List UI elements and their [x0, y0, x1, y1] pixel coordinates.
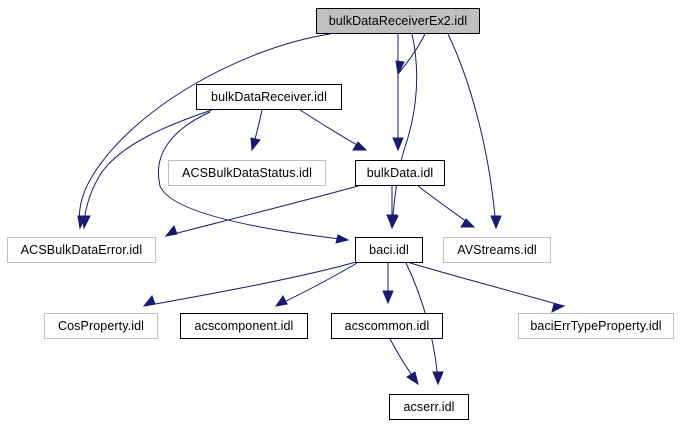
arrowhead-icon	[432, 371, 444, 386]
node-baciErrTypeProperty[interactable]: baciErrTypeProperty.idl	[518, 313, 674, 339]
arrowhead-icon	[250, 137, 261, 152]
node-label: CosProperty.idl	[57, 319, 145, 333]
edge-line	[397, 33, 426, 75]
edge-line	[165, 185, 359, 237]
arrowhead-icon	[142, 295, 156, 307]
arrowhead-icon	[551, 303, 566, 313]
node-label: acscomponent.idl	[194, 319, 294, 333]
node-label: acscommon.idl	[344, 319, 430, 333]
arrowhead-icon	[392, 137, 404, 152]
node-ACSBulkDataStatus[interactable]: ACSBulkDataStatus.idl	[168, 160, 326, 186]
edge-bulkDataReceiver-to-bulkData	[299, 109, 368, 151]
edge-line	[78, 33, 331, 229]
edge-line	[409, 262, 565, 307]
arrowhead-icon	[352, 141, 368, 151]
edge-baci-to-CosProperty	[142, 261, 357, 307]
node-CosProperty[interactable]: CosProperty.idl	[44, 313, 158, 339]
node-label: ACSBulkDataStatus.idl	[182, 166, 312, 180]
edge-line	[83, 109, 213, 229]
edge-line	[143, 261, 357, 307]
edge-line	[275, 262, 358, 307]
arrowhead-icon	[274, 295, 288, 307]
node-acscommon[interactable]: acscommon.idl	[331, 313, 443, 339]
node-AVStreams[interactable]: AVStreams.idl	[443, 237, 551, 263]
edge-baci-to-acscommon	[382, 262, 394, 305]
arrowhead-icon	[335, 234, 350, 244]
arrowhead-icon	[386, 214, 398, 229]
node-label: baciErrTypeProperty.idl	[530, 319, 662, 333]
edge-line	[447, 33, 497, 229]
edge-bulkDataReceiverEx2-to-AVStreams	[447, 33, 502, 230]
arrowhead-icon	[406, 371, 419, 386]
node-acserr[interactable]: acserr.idl	[389, 394, 469, 420]
arrowhead-icon	[490, 215, 502, 230]
arrowhead-icon	[460, 218, 476, 228]
node-label: bulkDataReceiver.idl	[211, 90, 327, 104]
node-label: baci.idl	[369, 243, 409, 257]
edge-bulkDataReceiver-to-ACSBulkDataStatus	[250, 109, 263, 152]
node-label: bulkData.idl	[366, 166, 434, 180]
node-label: acserr.idl	[403, 400, 455, 414]
node-label: ACSBulkDataError.idl	[20, 243, 143, 257]
node-baci[interactable]: baci.idl	[355, 237, 423, 263]
edge-acscommon-to-acserr	[389, 338, 419, 386]
edge-baci-to-acscomponent	[274, 262, 358, 307]
edge-bulkDataReceiverEx2-to-bulkDataReceiver	[395, 33, 426, 76]
edge-baci-to-baciErrTypeProperty	[409, 262, 566, 313]
edge-line	[391, 33, 418, 229]
node-label: bulkDataReceiverEx2.idl	[328, 14, 468, 28]
node-acscomponent[interactable]: acscomponent.idl	[180, 313, 308, 339]
edge-line	[158, 111, 349, 241]
node-ACSBulkDataError[interactable]: ACSBulkDataError.idl	[7, 237, 156, 263]
edge-bulkDataReceiver-to-ACSBulkDataError	[81, 109, 213, 230]
arrowhead-icon	[164, 225, 178, 237]
edge-bulkData-to-baci	[386, 186, 398, 229]
edge-bulkDataReceiverEx2-to-ACSBulkDataError	[77, 33, 331, 230]
node-bulkDataReceiverEx2[interactable]: bulkDataReceiverEx2.idl	[316, 8, 480, 34]
edge-bulkDataReceiver-to-baci	[158, 111, 350, 244]
node-label: AVStreams.idl	[457, 243, 537, 257]
node-bulkData[interactable]: bulkData.idl	[355, 160, 445, 186]
edge-line	[299, 109, 367, 151]
edge-bulkData-to-ACSBulkDataError	[164, 185, 359, 237]
arrowhead-icon	[81, 215, 91, 230]
edge-bulkDataReceiverEx2-to-bulkData	[392, 34, 404, 152]
arrowhead-icon	[382, 290, 394, 305]
edge-bulkData-to-AVStreams	[417, 185, 476, 228]
node-bulkDataReceiver[interactable]: bulkDataReceiver.idl	[196, 84, 342, 110]
